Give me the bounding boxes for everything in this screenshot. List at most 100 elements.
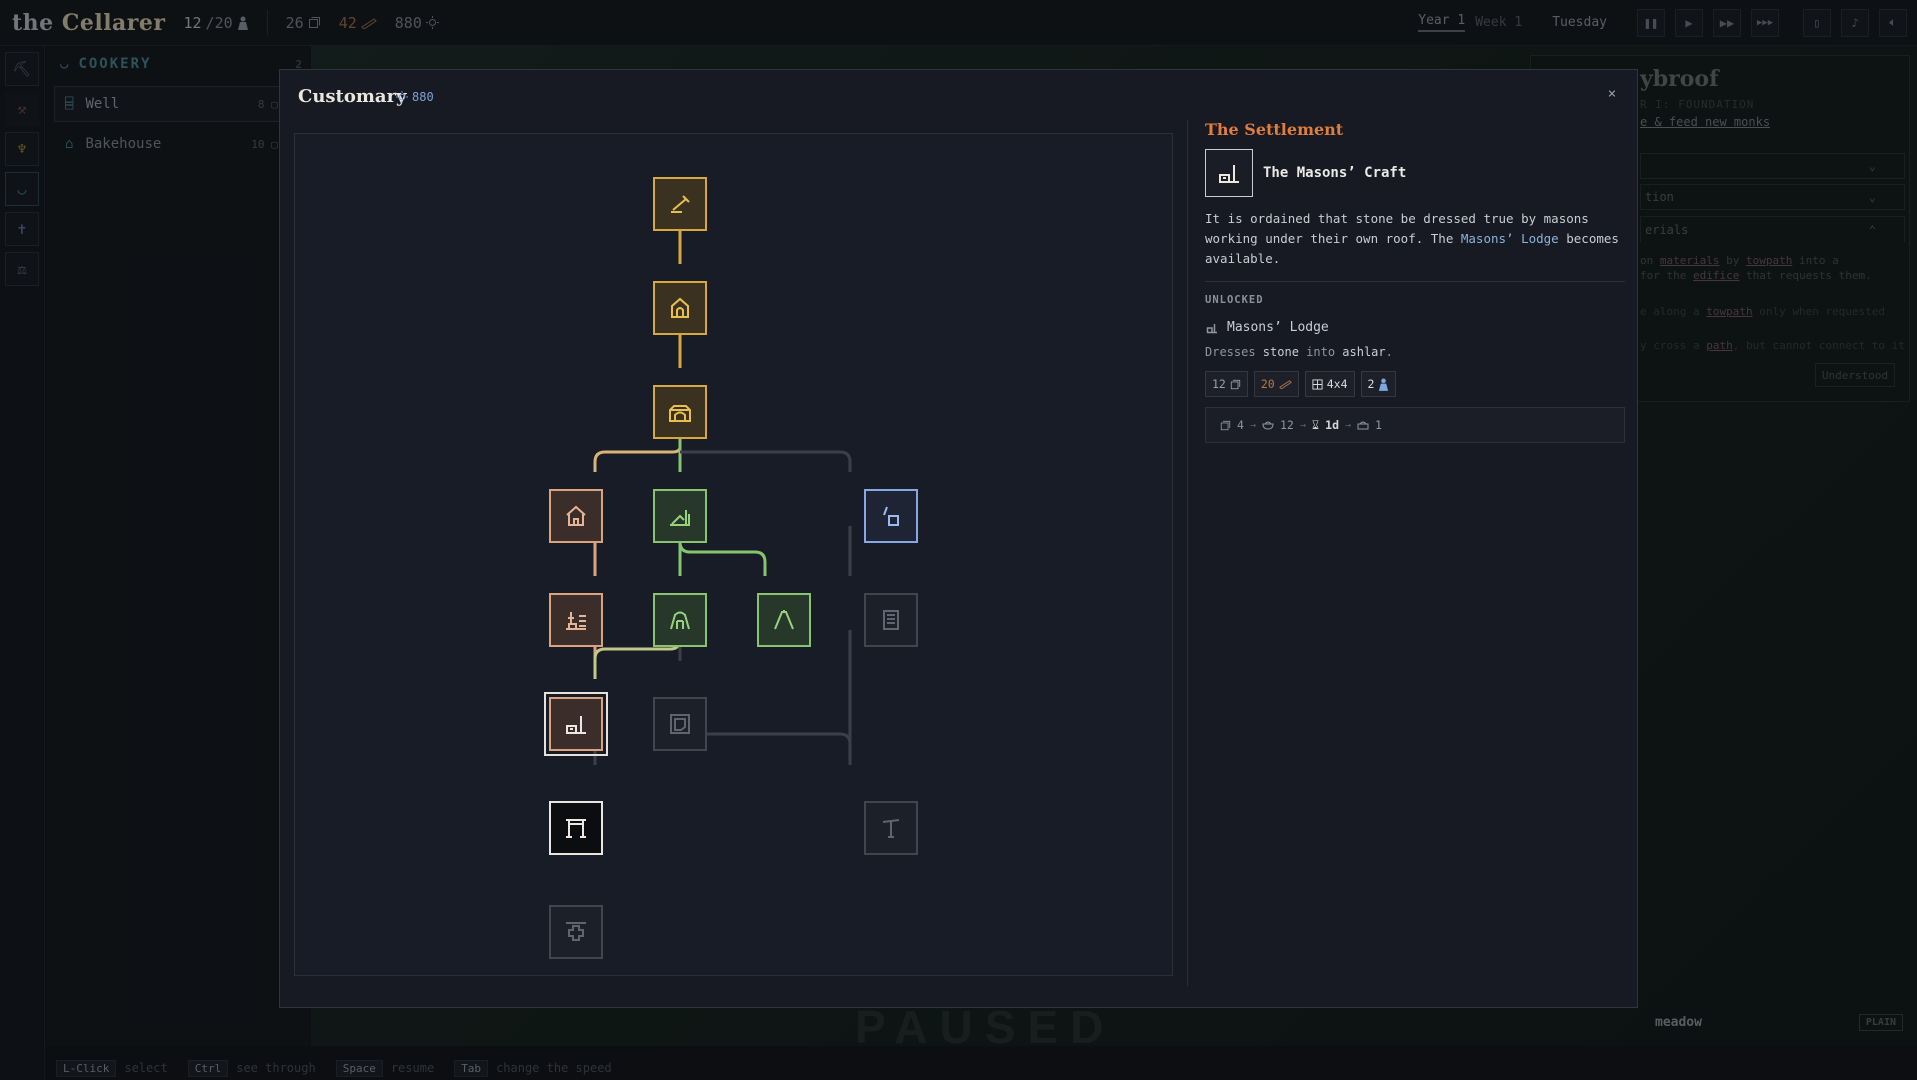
cloister-icon [669, 405, 691, 422]
stone-stat[interactable]: 26 [286, 14, 321, 32]
rail-faith-button[interactable]: ✝ [5, 212, 39, 246]
top-bar: the Cellarer 12/20 26 42 880 Year 1 Week… [0, 0, 1917, 46]
hourglass-icon: ⌛︎ [1311, 417, 1320, 432]
play-icon: ▶ [1685, 15, 1693, 30]
size-chip: 4x4 [1304, 371, 1355, 397]
wheat-icon: ♆ [17, 140, 27, 158]
hint-key: Ctrl [187, 1059, 229, 1077]
paused-overlay: PAUSED [855, 1001, 1116, 1053]
panel-toggle-button[interactable]: ▯ [1803, 8, 1831, 37]
tech-node-carpentry[interactable] [864, 801, 918, 855]
modal-title: Customary [298, 86, 407, 107]
play-button[interactable]: ▶ [1675, 8, 1703, 37]
rail-cookery-button[interactable]: ◡ [5, 172, 39, 206]
rail-pick-button[interactable]: ⛏︎ [5, 52, 39, 86]
cross-icon: ✝ [17, 220, 27, 238]
rail-crops-button[interactable]: ♆ [5, 132, 39, 166]
tech-node-workshop[interactable] [549, 593, 603, 647]
chevron-up-icon: ⌃ [1868, 222, 1876, 237]
faster-button[interactable]: ▶▶▶ [1751, 8, 1779, 37]
monk-icon [1379, 378, 1389, 391]
hint-key: Space [335, 1059, 383, 1077]
population-stat[interactable]: 12/20 [183, 14, 248, 32]
info-panel-link[interactable]: e & feed new monks [1640, 115, 1771, 129]
tech-node-settlement[interactable] [549, 489, 603, 543]
info-row-2[interactable]: tion⌄ [1640, 184, 1905, 210]
hammer-icon: ⚒︎ [17, 100, 27, 118]
bowl-icon: ◡ [60, 56, 71, 72]
cross-icon [566, 922, 586, 941]
tech-node-cloister[interactable] [653, 385, 707, 439]
frame-icon [670, 714, 690, 734]
wood-icon [360, 17, 377, 29]
chevron-down-icon: ⌄ [1868, 159, 1876, 173]
quill-icon [883, 506, 899, 526]
building-costs: 12 20 4x4 2 [1205, 371, 1625, 397]
house-icon [566, 505, 586, 526]
hint-key: Tab [454, 1059, 489, 1077]
workbench-icon [566, 612, 586, 630]
day-label: Tuesday [1552, 15, 1607, 30]
chevron-down-icon: ⌄ [1868, 190, 1876, 204]
close-button[interactable]: × [1603, 86, 1621, 104]
mill-icon [670, 611, 690, 630]
pause-button[interactable]: ❚❚ [1637, 8, 1665, 37]
building-link[interactable]: Masons’ Lodge [1460, 231, 1559, 246]
music-button[interactable]: ♪ [1841, 8, 1869, 37]
adze-icon [882, 819, 900, 838]
unlocked-label: UNLOCKED [1205, 294, 1264, 306]
build-item-well[interactable]: ⌸ Well 8 ▢ 2 [54, 86, 302, 122]
building-recipe: 4 → 12 → ⌛︎ 1d → 1 [1205, 407, 1625, 443]
info-text-2: for the edifice that requests them. [1640, 269, 1872, 282]
masons-lodge-icon [566, 716, 586, 734]
info-panel-subtitle: R I: FOUNDATION [1640, 98, 1755, 111]
understood-button[interactable]: Understood [1815, 363, 1895, 387]
tent-icon [774, 610, 794, 630]
wood-stat[interactable]: 42 [339, 14, 377, 32]
knowledge-points: 880 [396, 90, 434, 104]
tech-node-fields[interactable] [653, 489, 707, 543]
tech-node-chapter[interactable] [653, 281, 707, 335]
customary-modal: Customary 880 × [279, 69, 1638, 1008]
tech-details: The Settlement The Masons’ Craft It is o… [1205, 120, 1625, 443]
tech-node-gate[interactable] [549, 801, 603, 855]
fast-forward-icon: ▶▶ [1719, 15, 1735, 30]
chapel-icon [671, 297, 689, 318]
close-icon: × [1607, 86, 1617, 102]
bowl-icon [1262, 421, 1274, 430]
tech-node-mill[interactable] [653, 593, 707, 647]
masons-lodge-icon [1219, 165, 1239, 183]
arrow-icon: → [1345, 419, 1352, 431]
sound-button[interactable]: 🔈︎ [1879, 8, 1907, 37]
unlocked-building[interactable]: Masons’ Lodge [1205, 320, 1625, 335]
tech-node-lantern[interactable] [653, 697, 707, 751]
chisel-icon [671, 195, 690, 213]
rail-hammer-button[interactable]: ⚒︎ [5, 92, 39, 126]
grid-icon [1312, 378, 1323, 390]
book-icon [883, 610, 899, 630]
arrow-icon: → [1249, 419, 1256, 431]
tech-tree-links [593, 231, 852, 850]
tech-node-masons-craft[interactable] [544, 692, 608, 756]
terrain-tag: PLAIN [1858, 1013, 1903, 1031]
tech-node-tent[interactable] [757, 593, 811, 647]
tech-node-scriptorium[interactable] [864, 489, 918, 543]
knowledge-stat[interactable]: 880 [395, 14, 439, 32]
tech-node-infirmary[interactable] [549, 905, 603, 959]
link [678, 541, 767, 576]
speaker-icon: 🔈︎ [1889, 15, 1897, 29]
divider [1205, 281, 1625, 282]
panel-icon: ▯ [1813, 15, 1821, 30]
info-row-1[interactable]: ⌄ [1640, 153, 1905, 179]
tech-node-quarry[interactable] [653, 177, 707, 231]
rail-craft-button[interactable]: ⚖︎ [5, 252, 39, 286]
fast-button[interactable]: ▶▶ [1713, 8, 1741, 37]
info-row-3[interactable]: erials⌃ [1640, 216, 1905, 242]
field-icon [670, 510, 690, 526]
game-logo: the Cellarer [12, 9, 166, 36]
info-panel-title: ybroof [1640, 66, 1719, 92]
wood-cost-chip: 20 [1253, 371, 1299, 397]
tech-node-ledger[interactable] [864, 593, 918, 647]
pick-icon: ⛏︎ [12, 60, 32, 78]
